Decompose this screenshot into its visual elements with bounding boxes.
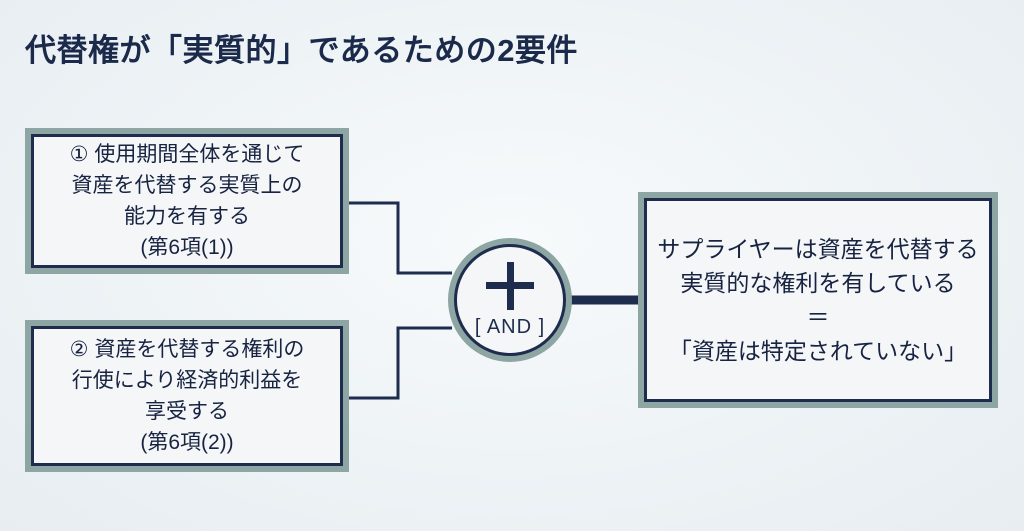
condition-box-2: ② 資産を代替する権利の 行使により経済的利益を 享受する (第6項(2)) [31,326,343,466]
connector-condition2-to-and [346,326,452,400]
condition-box-1: ① 使用期間全体を通じて 資産を代替する実質上の 能力を有する (第6項(1)) [31,134,343,268]
condition-1-line-1: ① 使用期間全体を通じて [69,143,305,166]
condition-2-line-2: 行使により経済的利益を [71,369,303,392]
condition-1-line-3: 能力を有する [124,205,250,228]
result-box: サプライヤーは資産を代替する 実質的な権利を有している ＝ 「資産は特定されてい… [644,198,992,402]
condition-2-line-3: 享受する [145,400,229,423]
result-line-1: サプライヤーは資産を代替する [657,236,979,262]
result-line-2: 実質的な権利を有している [680,270,956,296]
condition-1-reference: (第6項(1)) [140,236,234,259]
and-operator-label: [ AND ] [474,315,546,338]
result-line-4: 「資産は特定されていない」 [668,338,968,364]
result-equals-sign: ＝ [806,304,830,330]
condition-2-reference: (第6項(2)) [140,431,234,454]
connector-condition1-to-and [346,201,452,275]
condition-2-line-1: ② 資産を代替する権利の [69,338,305,361]
condition-1-line-2: 資産を代替する実質上の [71,174,303,197]
plus-icon [486,261,534,310]
and-operator-node: [ AND ] [454,244,566,356]
page-title: 代替権が「実質的」であるための2要件 [25,33,578,68]
